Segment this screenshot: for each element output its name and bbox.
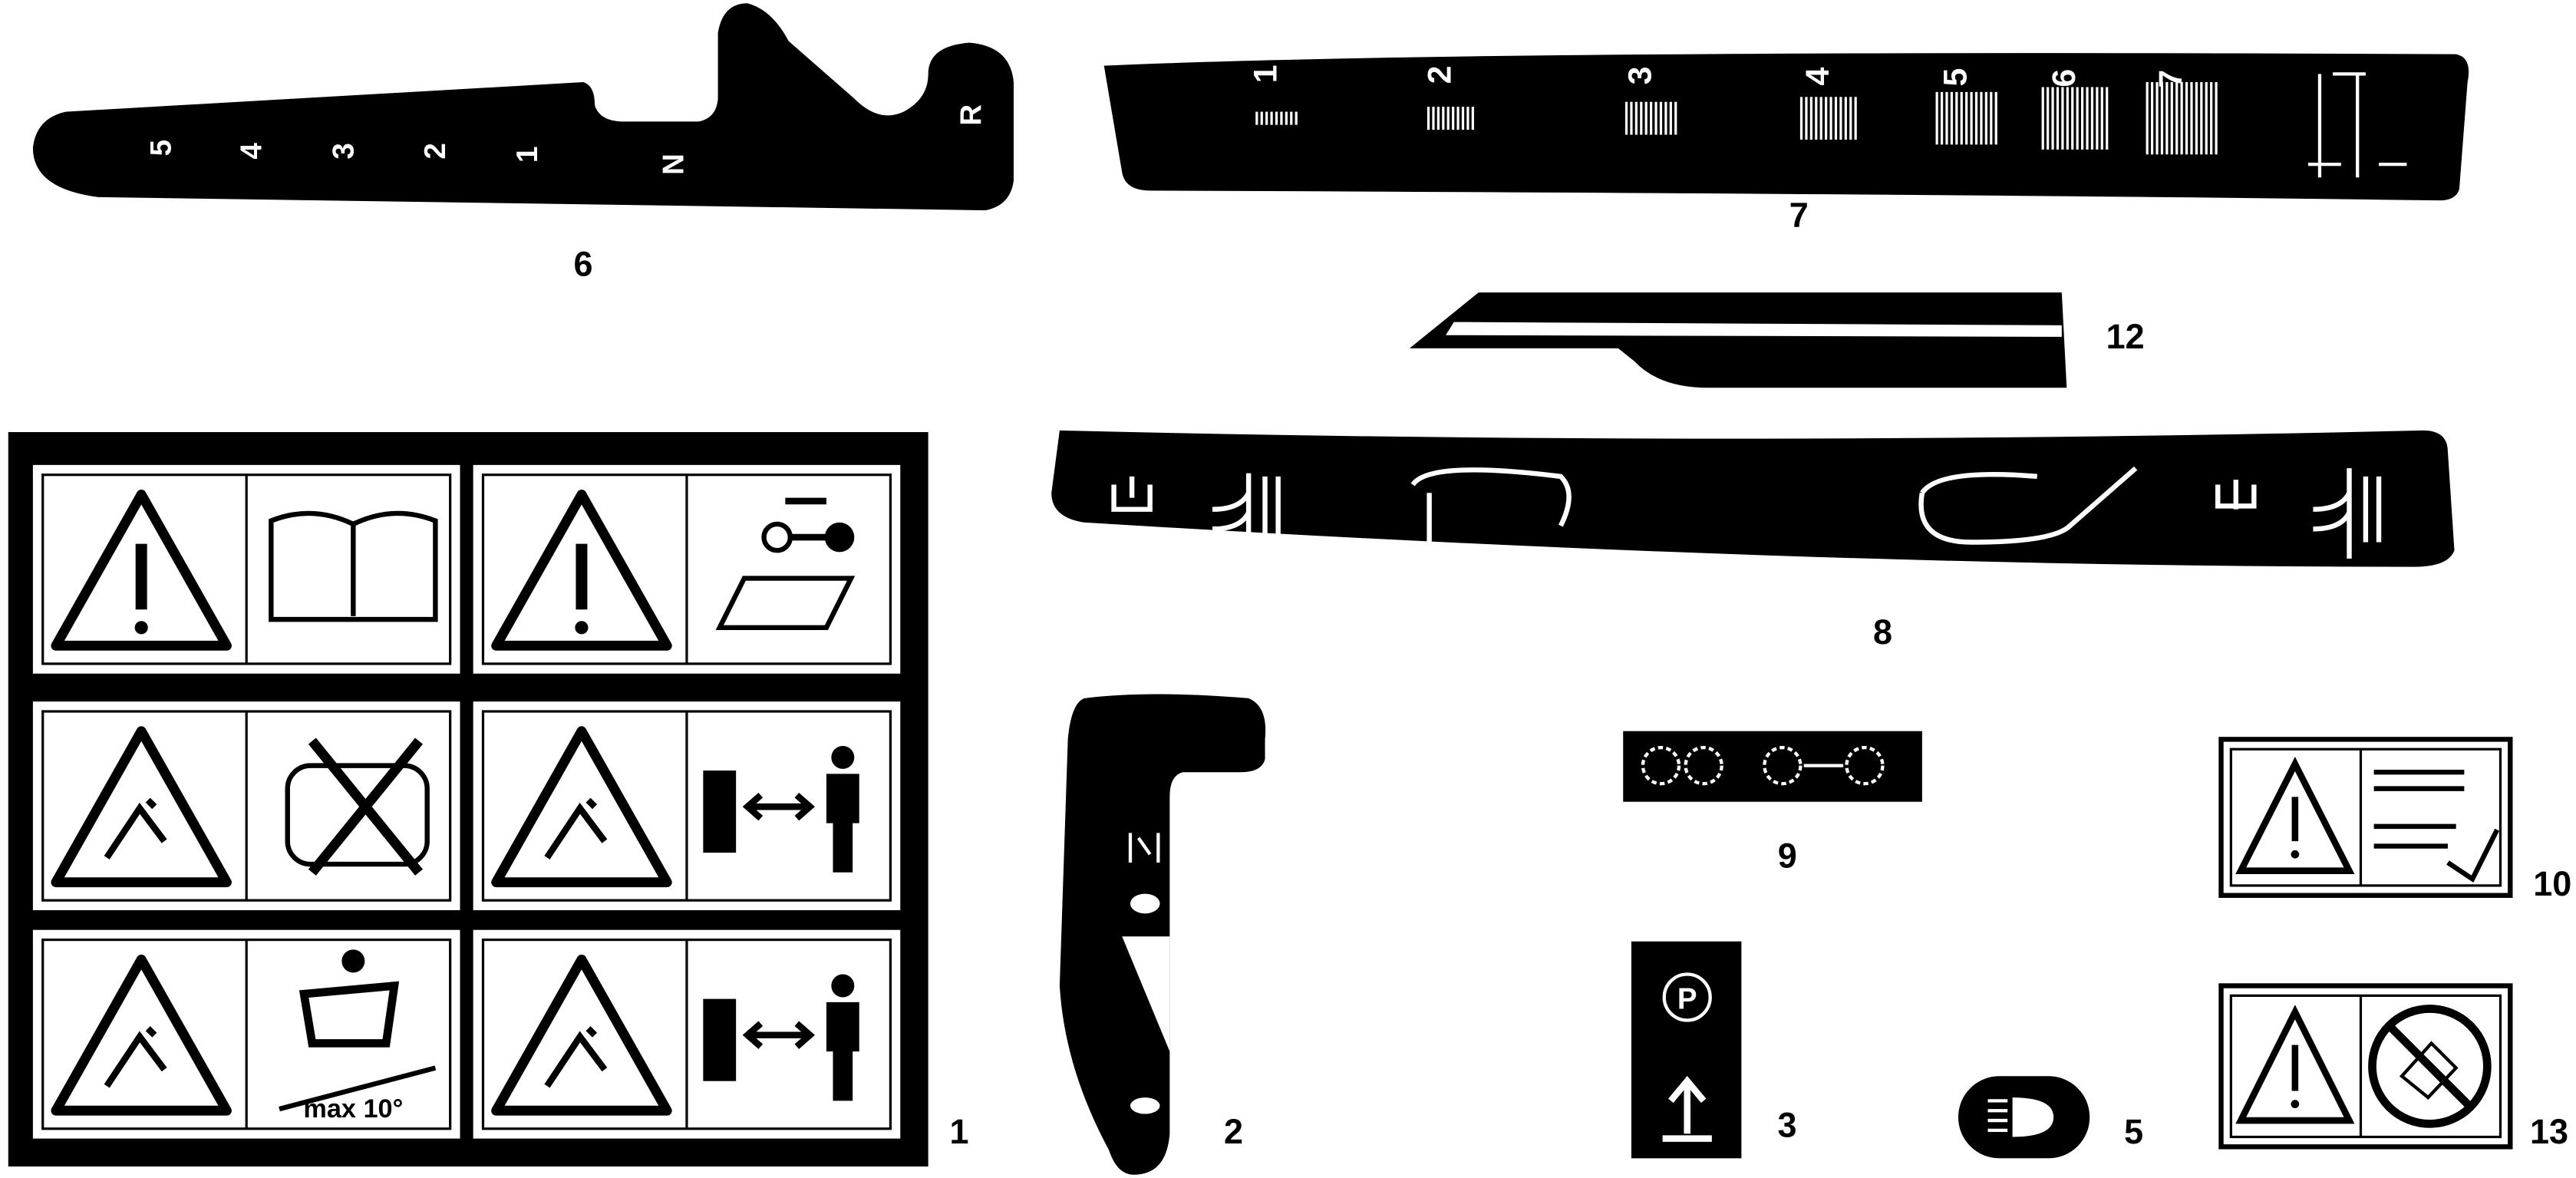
callout-3: 3 bbox=[1777, 1105, 1796, 1144]
height-scale-icon bbox=[1624, 101, 1677, 135]
keep-distance-icon bbox=[703, 974, 859, 1101]
warning-panel bbox=[32, 464, 460, 674]
callout-12: 12 bbox=[2106, 317, 2145, 356]
gear-label: 3 bbox=[327, 143, 360, 159]
decal-13-warning bbox=[2218, 983, 2513, 1150]
height-label: 1 bbox=[1248, 64, 1285, 83]
callout-2: 2 bbox=[1224, 1112, 1243, 1151]
height-label: 3 bbox=[1622, 67, 1659, 85]
callout-9: 9 bbox=[1778, 836, 1797, 875]
decal-12-stripe bbox=[1409, 292, 2067, 388]
decal-9-pto bbox=[1623, 731, 1922, 802]
keep-distance-icon bbox=[703, 745, 859, 873]
callout-6: 6 bbox=[574, 245, 593, 284]
height-label: 6 bbox=[2046, 69, 2083, 87]
warning-panel bbox=[473, 464, 901, 674]
height-scale-icon bbox=[2041, 87, 2109, 150]
gear-label: 2 bbox=[419, 143, 452, 159]
slope-icon bbox=[279, 949, 437, 1112]
callout-1: 1 bbox=[949, 1112, 968, 1151]
height-scale-icon bbox=[1799, 97, 1857, 140]
gear-label: N bbox=[658, 153, 691, 175]
decal-6-gear-shift: 5 4 3 2 1 N R bbox=[32, 3, 1014, 211]
callout-5: 5 bbox=[2124, 1112, 2143, 1151]
parking-icon: P bbox=[1677, 982, 1697, 1015]
decal-8-deck-lift bbox=[1051, 430, 2455, 567]
warning-panel bbox=[473, 929, 901, 1139]
callout-7: 7 bbox=[1789, 195, 1809, 234]
warning-triangle-icon bbox=[51, 489, 232, 651]
decal-3-parking-brake: P bbox=[1631, 941, 1742, 1159]
height-label: 2 bbox=[1421, 66, 1458, 84]
gear-label: 4 bbox=[235, 143, 268, 160]
warning-panel bbox=[473, 701, 901, 911]
callout-13: 13 bbox=[2530, 1112, 2568, 1151]
decal-5-headlight bbox=[1958, 1076, 2090, 1159]
height-scale-icon bbox=[1255, 111, 1298, 125]
decal-1-safety-warnings: max 10° bbox=[8, 432, 928, 1167]
gear-label: 5 bbox=[145, 140, 178, 156]
slope-limit-text: max 10° bbox=[303, 1094, 403, 1124]
run-over-warning-icon bbox=[51, 726, 232, 888]
callout-10: 10 bbox=[2533, 864, 2571, 903]
no-passenger-icon bbox=[285, 737, 430, 876]
manual-book-icon bbox=[269, 510, 438, 622]
height-scale-icon bbox=[1427, 107, 1474, 130]
callout-8: 8 bbox=[1873, 612, 1892, 652]
warning-triangle-icon bbox=[491, 489, 672, 651]
warning-panel bbox=[32, 701, 460, 911]
gear-label: R bbox=[955, 104, 988, 126]
entanglement-warning-icon bbox=[491, 954, 672, 1116]
rollover-warning-icon bbox=[51, 954, 232, 1116]
decal-2-throttle bbox=[1059, 694, 1266, 1175]
gear-label: 1 bbox=[511, 147, 544, 163]
key-manual-icon bbox=[715, 497, 856, 631]
decal-10-warning bbox=[2218, 737, 2513, 898]
height-label: 5 bbox=[1938, 68, 1974, 87]
run-over-warning-icon bbox=[491, 726, 672, 888]
height-label: 4 bbox=[1799, 67, 1836, 85]
height-scale-icon bbox=[1935, 91, 1997, 145]
warning-panel: max 10° bbox=[32, 929, 460, 1139]
height-scale-icon bbox=[2146, 82, 2218, 155]
